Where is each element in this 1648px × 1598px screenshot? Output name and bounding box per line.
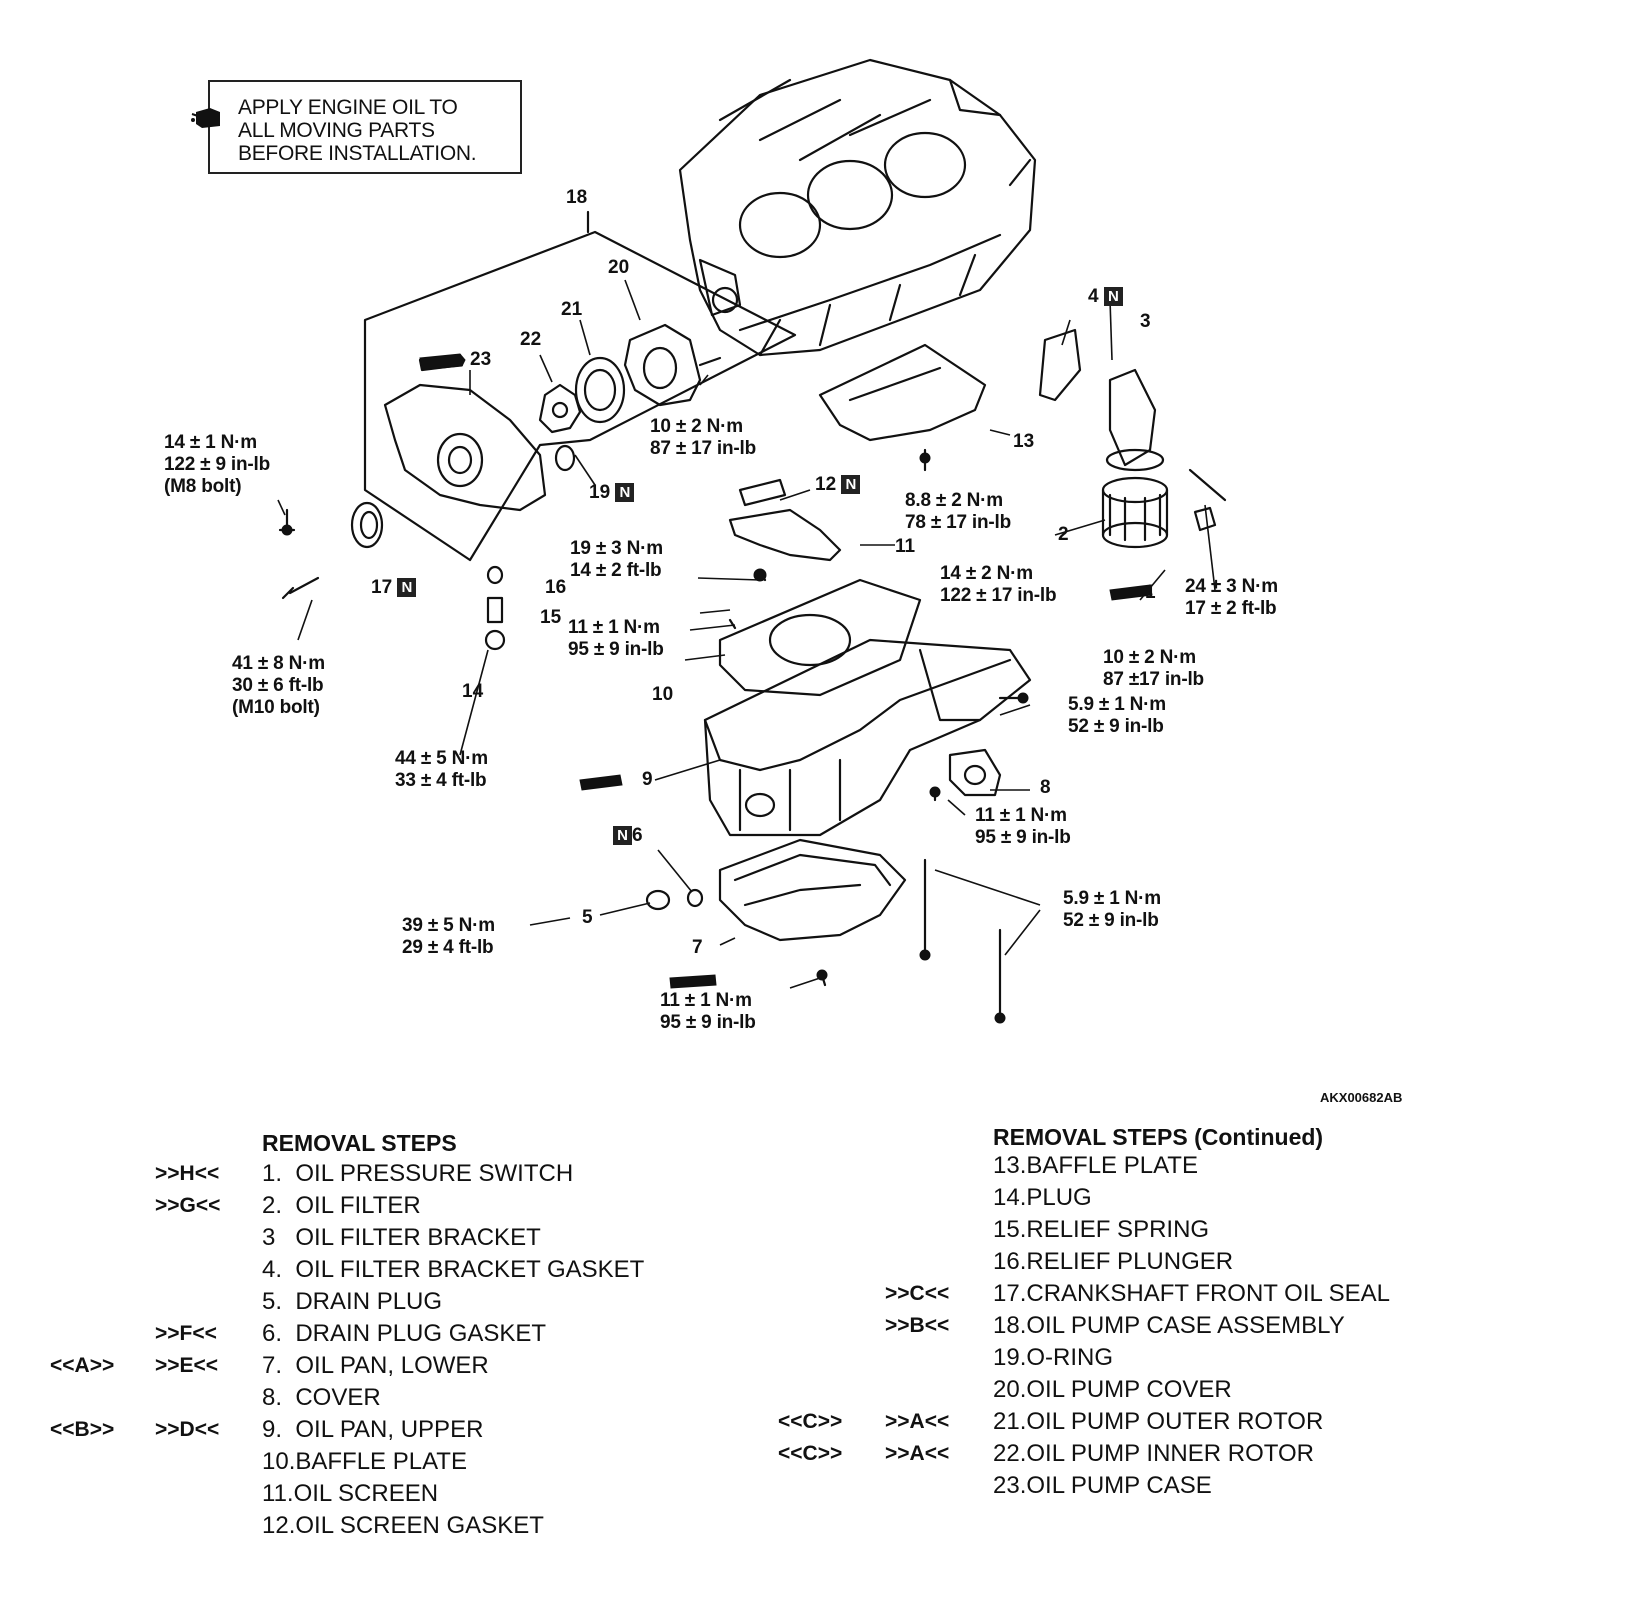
new-part-badge: N [1103, 287, 1123, 307]
callout-13: 13 [1013, 431, 1035, 452]
pump-cover-illustration [623, 323, 702, 407]
baffle-plate-10-illustration [718, 578, 922, 697]
outer-rotor-illustration [574, 356, 626, 424]
callout-17: 17 N [371, 578, 417, 598]
engine-block-illustration [678, 58, 1037, 357]
callout-7: 7 [692, 937, 703, 958]
callout-15: 15 [540, 607, 562, 628]
torque-pump-cover-bolt: 10 ± 2 N·m 87 ± 17 in-lb [650, 416, 757, 459]
callout-2: 2 [1058, 524, 1069, 545]
callout-16: 16 [545, 577, 567, 598]
callout-14: 14 [462, 681, 484, 702]
torque-baffle-plate: 8.8 ± 2 N·m 78 ± 17 in-lb [905, 490, 1012, 533]
callout-1: 1 [1145, 582, 1156, 603]
callout-9: 9 [642, 769, 653, 790]
new-part-badge: N [613, 826, 632, 846]
figure-reference-code: AKX00682AB [1320, 1090, 1403, 1105]
callout-19: 19 N [589, 483, 635, 503]
callout-20: 20 [608, 257, 630, 278]
callout-21: 21 [561, 299, 583, 320]
pump-assembly-outline [363, 230, 797, 562]
oil-note-box: APPLY ENGINE OIL TO ALL MOVING PARTS BEF… [191, 80, 522, 174]
removal-steps-continued-title: REMOVAL STEPS (Continued) [993, 1124, 1324, 1150]
torque-plug-14: 44 ± 5 N·m 33 ± 4 ft-lb [395, 748, 488, 791]
oil-filter-illustration [1101, 476, 1169, 549]
torque-upper-pan-side: 5.9 ± 1 N·m 52 ± 9 in-lb [1068, 694, 1166, 737]
callout-5: 5 [582, 907, 593, 928]
oil-note-text: APPLY ENGINE OIL TO ALL MOVING PARTS BEF… [238, 96, 477, 165]
torque-baffle-plate-10: 11 ± 1 N·m 95 ± 9 in-lb [568, 617, 664, 660]
torque-cover: 11 ± 1 N·m 95 ± 9 in-lb [975, 805, 1071, 848]
callout-3: 3 [1140, 311, 1151, 332]
torque-oil-filter: 14 ± 2 N·m 122 ± 17 in-lb [940, 563, 1057, 606]
new-part-badge: N [397, 578, 417, 598]
callout-4: 4 N [1088, 287, 1123, 307]
callout-12: 12 N [815, 475, 861, 495]
oil-pan-lower-illustration [718, 838, 907, 942]
torque-filter-bracket: 10 ± 2 N·m 87 ±17 in-lb [1103, 647, 1204, 690]
callout-22: 22 [520, 329, 542, 350]
new-part-badge: N [841, 475, 861, 495]
removal-steps-title: REMOVAL STEPS [262, 1130, 457, 1156]
torque-m10-bolt: 41 ± 8 N·m 30 ± 6 ft-lb (M10 bolt) [232, 653, 325, 718]
callout-11: 11 [895, 536, 916, 557]
oil-can-icon [191, 108, 220, 128]
torque-oil-pressure-switch: 24 ± 3 N·m 17 ± 2 ft-lb [1185, 576, 1278, 619]
oil-screen-illustration [728, 508, 842, 562]
new-part-badge: N [615, 483, 635, 503]
torque-lower-pan: 11 ± 1 N·m 95 ± 9 in-lb [660, 990, 756, 1033]
callout-23: 23 [470, 349, 492, 370]
torque-oil-screen: 19 ± 3 N·m 14 ± 2 ft-lb [570, 538, 663, 581]
oil-pump-case-illustration [383, 353, 547, 512]
torque-m8-bolt: 14 ± 1 N·m 122 ± 9 in-lb (M8 bolt) [164, 432, 271, 497]
callout-18: 18 [566, 187, 588, 208]
inner-rotor-illustration [538, 383, 582, 434]
torque-drain-plug: 39 ± 5 N·m 29 ± 4 ft-lb [402, 915, 495, 958]
callout-8: 8 [1040, 777, 1051, 798]
baffle-plate-13-illustration [818, 343, 987, 442]
torque-long-bolts: 5.9 ± 1 N·m 52 ± 9 in-lb [1063, 888, 1161, 931]
crank-seal-illustration [350, 501, 384, 549]
callout-10: 10 [652, 684, 674, 705]
